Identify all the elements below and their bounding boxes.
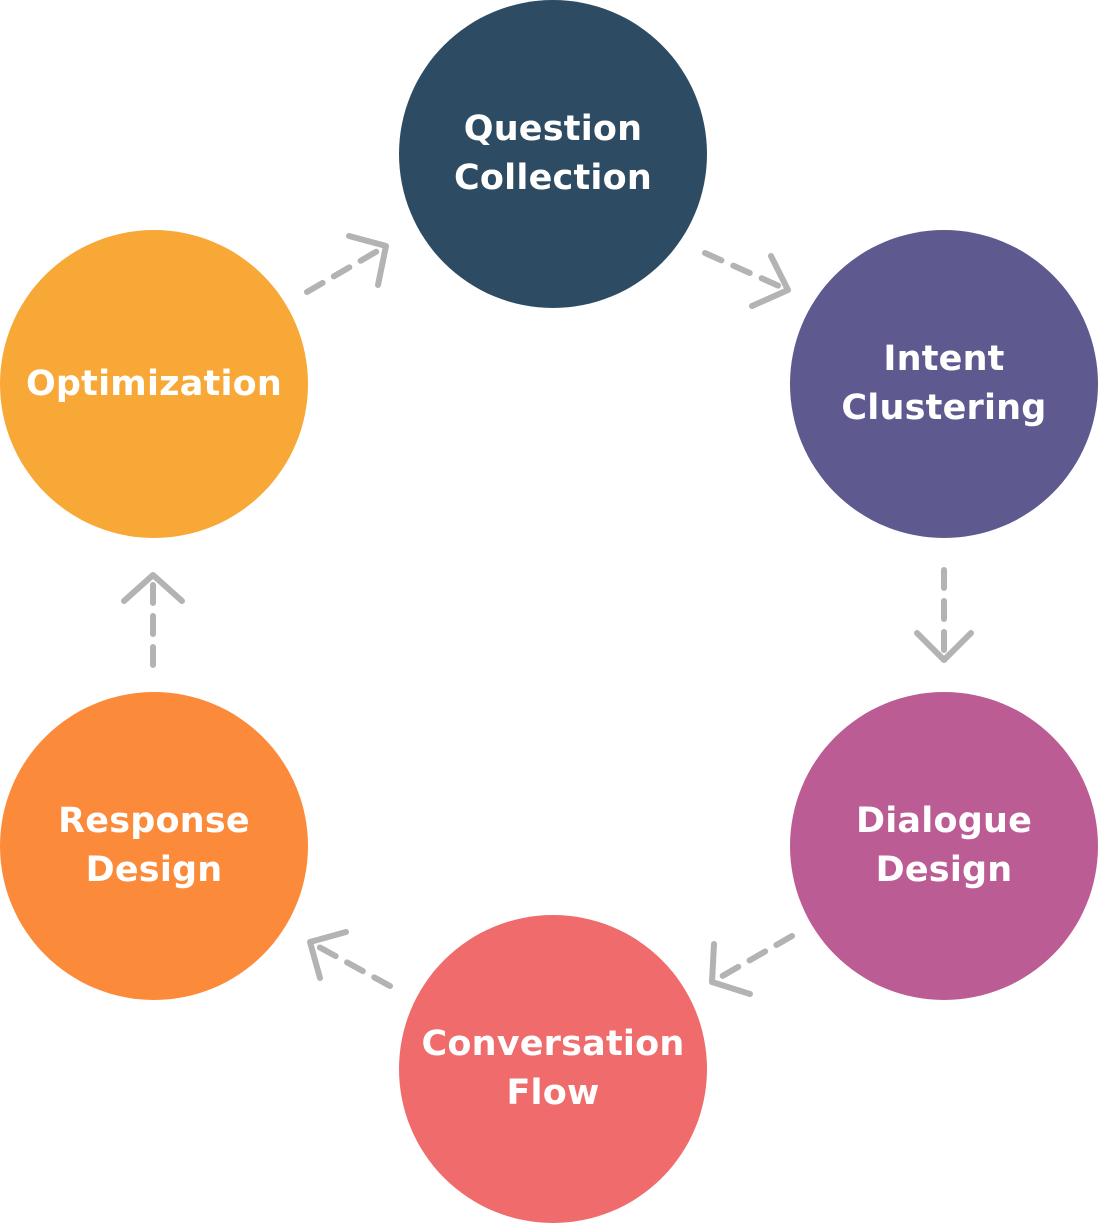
stage-intent-clustering: Intent Clustering	[790, 230, 1098, 538]
stage-label: Optimization	[25, 363, 283, 404]
stage-label: Response Design	[58, 801, 250, 890]
stage-conversation-flow: Conversation Flow	[399, 915, 707, 1223]
arrow-optimization-to-question	[304, 233, 389, 295]
arrow-dialogue-to-conversation	[709, 933, 795, 997]
stage-label: Dialogue Design	[855, 801, 1033, 890]
arrow-conversation-to-response	[307, 929, 393, 989]
arrow-question-to-intent	[702, 250, 791, 309]
arrow-response-to-optimization	[121, 572, 185, 668]
stage-dialogue-design: Dialogue Design	[790, 692, 1098, 1000]
stage-label: Question Collection	[454, 109, 652, 198]
stage-label: Intent Clustering	[841, 339, 1047, 428]
stage-response-design: Response Design	[0, 692, 308, 1000]
arrow-intent-to-dialogue	[914, 567, 974, 663]
stage-question-collection: Question Collection	[399, 0, 707, 308]
stage-optimization: Optimization	[0, 230, 308, 538]
stage-label: Conversation Flow	[421, 1024, 685, 1113]
